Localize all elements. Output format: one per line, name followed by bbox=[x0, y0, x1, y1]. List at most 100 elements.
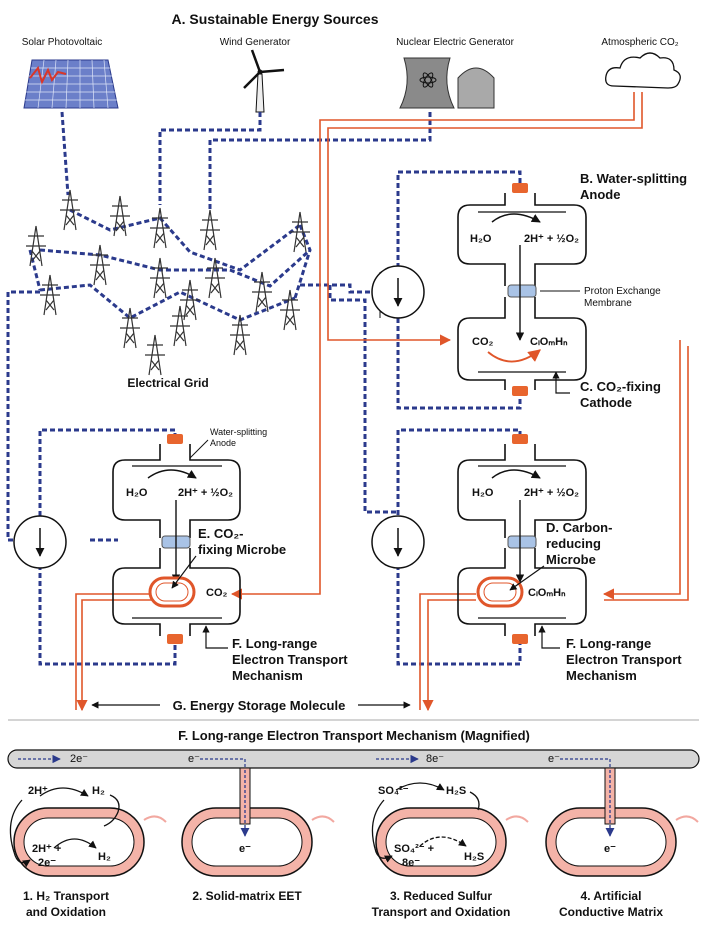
b-product: CₗOₘHₙ bbox=[530, 336, 568, 348]
e-h2o: H₂O bbox=[126, 487, 148, 499]
microbe-d bbox=[476, 576, 524, 608]
solar-label: Solar Photovoltaic bbox=[22, 37, 103, 48]
tower-icon bbox=[40, 274, 60, 316]
c-title-line2: Cathode bbox=[580, 395, 632, 410]
e-f-line3: Mechanism bbox=[232, 668, 303, 683]
mechanism-3 bbox=[371, 754, 529, 877]
d-f-line1: F. Long-range bbox=[566, 636, 651, 651]
p3-in-right: H₂S bbox=[464, 851, 484, 863]
membrane-b bbox=[507, 284, 537, 298]
membrane-label-line2: Membrane bbox=[584, 298, 632, 309]
e-products: 2H⁺ + ½O₂ bbox=[178, 487, 233, 499]
d-f-line2: Electron Transport bbox=[566, 652, 682, 667]
p1-in-left2: 2e⁻ bbox=[38, 857, 56, 869]
tower-icon bbox=[205, 257, 225, 299]
d-product: CₗOₘHₙ bbox=[528, 587, 566, 599]
d-title-line2: reducing bbox=[546, 536, 601, 551]
mech2-line1: 2. Solid-matrix EET bbox=[192, 889, 302, 903]
p4-e: e⁻ bbox=[604, 843, 616, 855]
tower-icon bbox=[150, 207, 170, 249]
d-products: 2H⁺ + ½O₂ bbox=[524, 487, 579, 499]
reactor-d bbox=[371, 434, 587, 644]
p3-electrons: 8e⁻ bbox=[426, 753, 444, 765]
electrode-top-b bbox=[512, 183, 528, 193]
p1-in-right: H₂ bbox=[98, 851, 111, 863]
e-anode-line1: Water-splitting bbox=[210, 427, 267, 437]
b-co2: CO₂ bbox=[472, 336, 494, 348]
mechanism-2 bbox=[181, 758, 335, 877]
tower-icon bbox=[110, 195, 130, 237]
mech4-line1: 4. Artificial bbox=[581, 889, 642, 903]
p2-electrons: e⁻ bbox=[188, 753, 200, 765]
tower-icon bbox=[26, 225, 46, 267]
cloud-icon bbox=[605, 52, 681, 89]
e-title-line2: fixing Microbe bbox=[198, 542, 286, 557]
b-title-line1: B. Water-splitting bbox=[580, 171, 687, 186]
d-title-line1: D. Carbon- bbox=[546, 520, 612, 535]
mech3-line2: Transport and Oxidation bbox=[372, 905, 511, 919]
tower-icon bbox=[252, 271, 272, 313]
reactor-e bbox=[13, 434, 241, 644]
nuclear-label: Nuclear Electric Generator bbox=[396, 37, 514, 48]
p3-in-left1: SO₄²⁻ + bbox=[394, 843, 434, 855]
mechanism-1 bbox=[9, 754, 167, 877]
tower-icon bbox=[280, 289, 300, 331]
tower-icon bbox=[200, 209, 220, 251]
g-label-bg bbox=[160, 695, 358, 715]
d-f-line3: Mechanism bbox=[566, 668, 637, 683]
co2-source-label: Atmospheric CO₂ bbox=[601, 37, 678, 48]
p4-electrons: e⁻ bbox=[548, 753, 560, 765]
p1-top-left: 2H⁺ bbox=[28, 785, 48, 797]
electrode-bottom-d bbox=[512, 634, 528, 644]
microbe-e bbox=[148, 576, 196, 608]
mech4-line2: Conductive Matrix bbox=[559, 905, 663, 919]
membrane-label-line1: Proton Exchange bbox=[584, 286, 661, 297]
tower-icon bbox=[90, 244, 110, 286]
b-h2o: H₂O bbox=[470, 233, 492, 245]
p1-top-right: H₂ bbox=[92, 785, 105, 797]
wind-label: Wind Generator bbox=[220, 37, 291, 48]
electrode-bottom-c bbox=[512, 386, 528, 396]
tower-icon bbox=[230, 314, 250, 356]
electrode-bottom-e bbox=[167, 634, 183, 644]
d-h2o: H₂O bbox=[472, 487, 494, 499]
reactor-bc bbox=[371, 183, 587, 396]
b-products: 2H⁺ + ½O₂ bbox=[524, 233, 579, 245]
mech1-line2: and Oxidation bbox=[26, 905, 106, 919]
e-title-line1: E. CO₂- bbox=[198, 526, 244, 541]
tower-icon bbox=[290, 211, 310, 253]
d-title-line3: Microbe bbox=[546, 552, 596, 567]
e-f-line1: F. Long-range bbox=[232, 636, 317, 651]
section-g-title: G. Energy Storage Molecule bbox=[173, 698, 346, 713]
b-title-line2: Anode bbox=[580, 187, 620, 202]
p1-in-left1: 2H⁺ + bbox=[32, 843, 61, 855]
p3-in-left2: 8e⁻ bbox=[402, 857, 420, 869]
section-a-title: A. Sustainable Energy Sources bbox=[172, 11, 379, 27]
electrode-top-d bbox=[512, 434, 528, 444]
transmission-towers bbox=[26, 189, 310, 376]
e-f-line2: Electron Transport bbox=[232, 652, 348, 667]
e-co2: CO₂ bbox=[206, 587, 228, 599]
power-lines bbox=[6, 111, 522, 666]
tower-icon bbox=[150, 257, 170, 299]
mech1-line1: 1. H₂ Transport bbox=[23, 889, 109, 903]
mechanism-4 bbox=[545, 758, 699, 877]
tower-icon bbox=[180, 279, 200, 321]
solar-panel-icon bbox=[23, 59, 119, 109]
electrode-top-e bbox=[167, 434, 183, 444]
tower-icon bbox=[120, 307, 140, 349]
electrical-grid-label: Electrical Grid bbox=[127, 376, 208, 390]
p3-top-left: SO₄²⁻ bbox=[378, 785, 409, 797]
tower-icon bbox=[145, 334, 165, 376]
section-f-title: F. Long-range Electron Transport Mechani… bbox=[178, 728, 530, 743]
tower-icon bbox=[60, 189, 80, 231]
membrane-d bbox=[507, 535, 537, 549]
nuclear-plant-icon bbox=[399, 57, 495, 109]
p2-e: e⁻ bbox=[239, 843, 251, 855]
tower-icon bbox=[170, 305, 190, 347]
mech3-line1: 3. Reduced Sulfur bbox=[390, 889, 492, 903]
p3-top-right: H₂S bbox=[446, 785, 466, 797]
p1-electrons: 2e⁻ bbox=[70, 753, 88, 765]
wind-turbine-icon bbox=[243, 49, 285, 113]
